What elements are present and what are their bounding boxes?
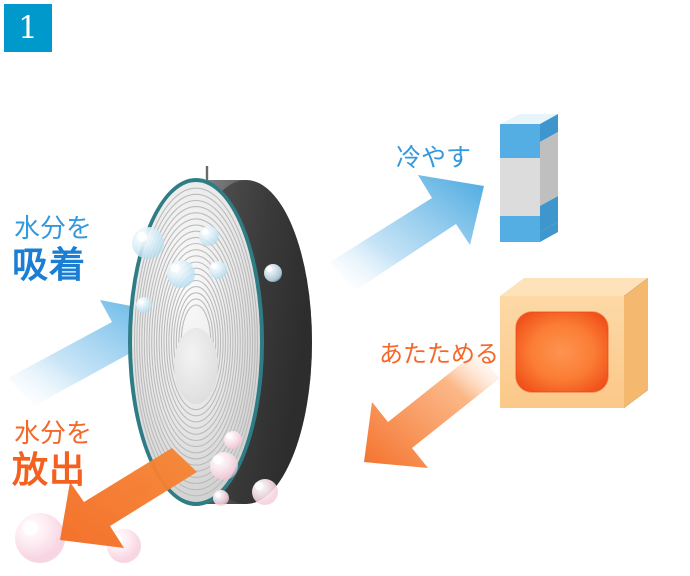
cooler-side-top [540,114,558,142]
release-label-line2: 放出 [12,450,87,491]
rotor-hub [174,328,218,404]
heater-core [516,312,608,392]
heat-label: あたためる [379,340,499,368]
heater-top-face [500,278,648,296]
cooler-side-middle [540,132,558,206]
cooler-top-face [500,114,558,124]
cool-label: 冷やす [396,143,472,172]
step-number-badge: 1 [4,4,52,52]
blue-droplets [132,226,282,313]
cooler-band-middle [500,158,540,216]
adsorb-arrow [8,300,162,406]
heater-side-face [624,278,648,408]
step-number-text: 1 [18,9,38,46]
heat-arrow [364,352,500,468]
release-label-line1: 水分を [14,419,93,449]
rotor-front-face [128,178,264,506]
cool-arrow [330,175,484,290]
cooler-side-foot [540,222,558,242]
adsorb-label-line2: 吸着 [12,245,87,286]
heater-core-outline [515,311,609,393]
adsorb-label-line1: 水分を [14,214,93,244]
cooler-band-top [500,124,540,158]
release-arrow [60,448,197,548]
cooler-side-bottom [540,196,558,232]
cooler-band-bottom [500,216,540,242]
